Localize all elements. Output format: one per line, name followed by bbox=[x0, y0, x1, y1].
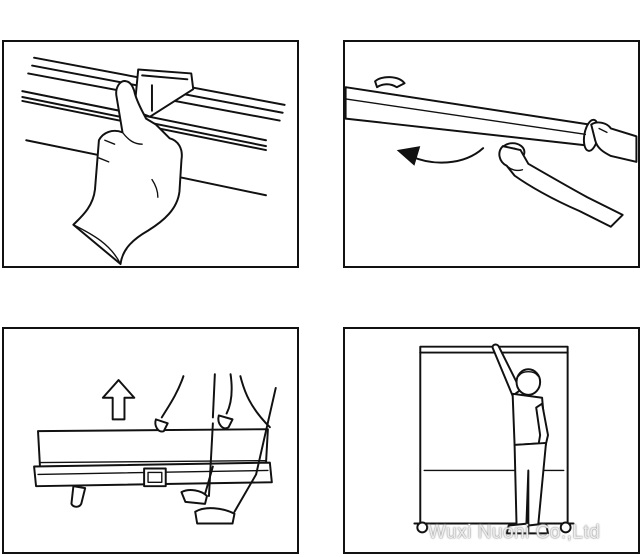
roll-up-base bbox=[33, 461, 273, 508]
rotate-arrow bbox=[396, 146, 485, 166]
banner-sheet bbox=[37, 428, 269, 468]
step-1-panel bbox=[2, 40, 299, 268]
man bbox=[491, 343, 549, 535]
tube-roll-illustration bbox=[345, 76, 638, 228]
right-hand bbox=[590, 121, 638, 163]
watermark-text: Wuxi Nuoni Co.,Ltd bbox=[428, 522, 601, 543]
left-hand bbox=[498, 145, 624, 228]
tube bbox=[345, 76, 600, 152]
screen-frame bbox=[413, 345, 575, 534]
step-2-panel bbox=[343, 40, 640, 268]
hand bbox=[72, 80, 183, 266]
clip bbox=[133, 68, 195, 118]
step-4-panel bbox=[343, 327, 640, 554]
clip-attach-illustration bbox=[21, 56, 286, 266]
person bbox=[154, 373, 277, 525]
up-arrow bbox=[101, 379, 136, 421]
finished-stand-illustration bbox=[413, 343, 575, 535]
step-3-panel bbox=[2, 327, 299, 554]
lift-banner-illustration bbox=[33, 373, 277, 525]
